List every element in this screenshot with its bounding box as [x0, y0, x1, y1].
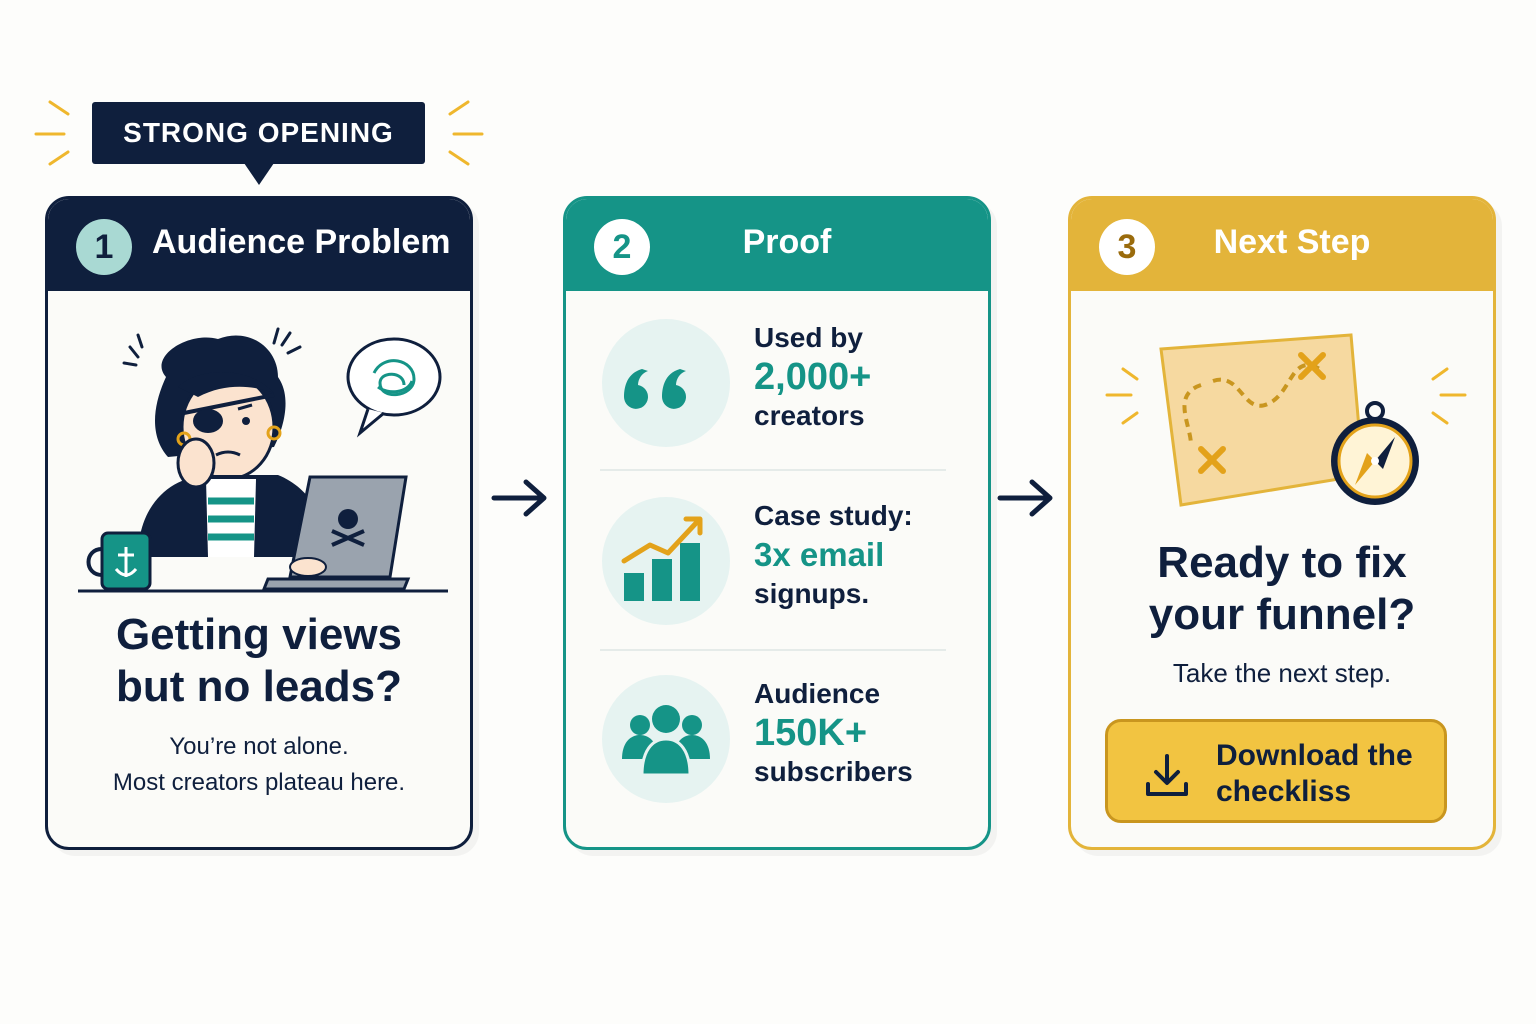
- step-number: 3: [1099, 219, 1155, 275]
- growth-chart-icon: [602, 497, 730, 625]
- proof-item-audience: Audience 150K+ subscribers: [600, 675, 950, 825]
- proof-caption: subscribers: [754, 756, 913, 787]
- proof-label: Used by: [754, 322, 863, 353]
- subtext-line-2: Most creators plateau here.: [112, 769, 406, 796]
- divider: [600, 469, 946, 471]
- card-title: Next Step: [1213, 223, 1371, 261]
- proof-label: Audience: [754, 678, 881, 709]
- treasure-map-compass-illustration: [1105, 333, 1467, 507]
- card-next-step: 3 Next Step Ready to fix your funnel? Ta…: [1068, 196, 1496, 850]
- card-header: 1 Audience Problem: [48, 199, 470, 291]
- arrow-right-icon: [491, 479, 547, 517]
- card-audience-problem: 1 Audience Problem: [45, 196, 473, 850]
- download-checklist-button[interactable]: Download the checkliss: [1105, 719, 1447, 823]
- proof-caption: signups.: [754, 578, 870, 609]
- headline-line-1: Ready to fix: [1157, 538, 1407, 587]
- subtext-line-1: You’re not alone.: [169, 733, 349, 760]
- headline-line-2: but no leads?: [116, 662, 402, 711]
- badge-pointer: [244, 163, 274, 185]
- proof-item-case-study: Case study: 3x email signups.: [600, 497, 950, 647]
- cta-headline: Ready to fix your funnel?: [1071, 537, 1493, 641]
- card-proof: 2 Proof Used by 2,000+ creators: [563, 196, 991, 850]
- proof-highlight: 2,000+: [754, 356, 872, 398]
- card-header: 2 Proof: [566, 199, 988, 291]
- download-icon: [1146, 754, 1188, 796]
- headline-line-2: your funnel?: [1148, 590, 1416, 639]
- cta-subtext: Take the next step.: [1172, 658, 1392, 688]
- audience-icon: [602, 675, 730, 803]
- frustrated-pirate-illustration: [78, 327, 448, 593]
- step-number: 2: [594, 219, 650, 275]
- arrow-right-icon: [997, 479, 1053, 517]
- proof-label: Case study:: [754, 500, 913, 531]
- proof-highlight: 3x email: [754, 536, 885, 573]
- proof-highlight: 150K+: [754, 712, 868, 754]
- proof-item-creators: Used by 2,000+ creators: [600, 319, 950, 469]
- problem-headline: Getting views but no leads?: [48, 609, 470, 713]
- strong-opening-badge: STRONG OPENING: [92, 102, 425, 164]
- proof-caption: creators: [754, 400, 865, 431]
- badge-label: STRONG OPENING: [123, 117, 394, 148]
- divider: [600, 649, 946, 651]
- card-header: 3 Next Step: [1071, 199, 1493, 291]
- problem-subtext: You’re not alone. Most creators plateau …: [48, 729, 470, 801]
- quote-icon: [602, 319, 730, 447]
- download-button-label: Download the checkliss: [1216, 739, 1413, 808]
- card-title: Audience Problem: [152, 223, 451, 261]
- headline-line-1: Getting views: [115, 610, 403, 659]
- step-number: 1: [76, 219, 132, 275]
- card-title: Proof: [742, 223, 832, 261]
